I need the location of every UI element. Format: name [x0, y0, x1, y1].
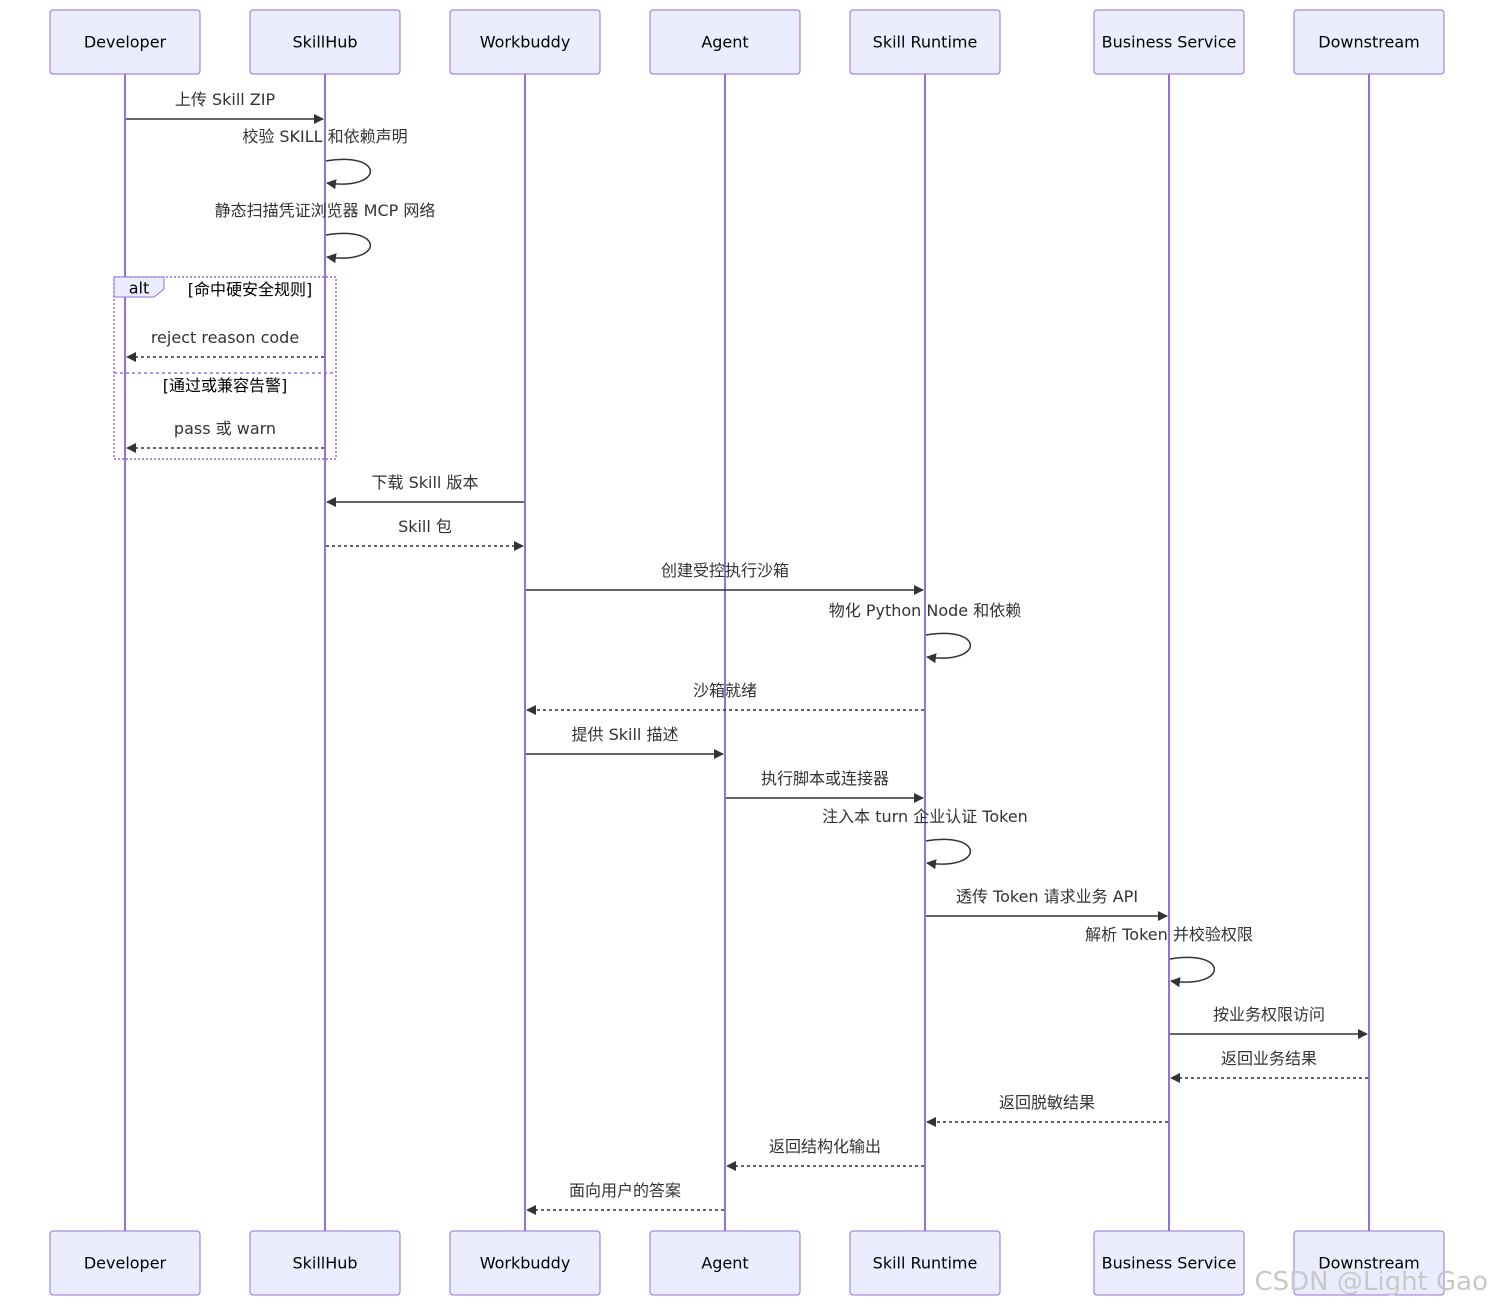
self-message-arrow — [325, 158, 371, 190]
alt-tab — [113, 276, 165, 298]
message: 下载 Skill 版本 — [326, 473, 524, 507]
alt-frame: alt [命中硬安全规则] [通过或兼容告警] — [113, 276, 337, 460]
message: 执行脚本或连接器 — [726, 769, 924, 803]
message: 上传 Skill ZIP — [126, 90, 324, 124]
actor-box — [849, 1230, 1001, 1296]
actor-box — [449, 1230, 601, 1296]
actor-label: SkillHub — [292, 1254, 357, 1273]
message-label: 创建受控执行沙箱 — [661, 561, 789, 580]
message-label: 面向用户的答案 — [569, 1181, 681, 1200]
actor-business-bottom: Business Service — [1093, 1230, 1245, 1296]
message-label: 注入本 turn 企业认证 Token — [822, 807, 1028, 826]
watermark: CSDN @Light Gao — [1254, 1267, 1488, 1297]
actor-label: Business Service — [1102, 33, 1237, 52]
message-label: Skill 包 — [398, 517, 452, 536]
message-label: 执行脚本或连接器 — [761, 769, 889, 788]
actor-box — [1293, 9, 1445, 75]
actor-downstream-bottom: Downstream — [1293, 1230, 1445, 1296]
actor-developer-bottom: Developer — [49, 1230, 201, 1296]
actor-box — [249, 1230, 401, 1296]
actor-label: Skill Runtime — [873, 1254, 978, 1273]
message: 提供 Skill 描述 — [526, 725, 724, 759]
message: 返回业务结果 — [1170, 1049, 1368, 1083]
message-label: 校验 SKILL 和依赖声明 — [242, 127, 407, 146]
message: 物化 Python Node 和依赖 — [829, 601, 1021, 664]
actor-label: Workbuddy — [480, 33, 571, 52]
actor-box — [1093, 1230, 1245, 1296]
message: 解析 Token 并校验权限 — [1085, 925, 1253, 988]
actor-box — [649, 1230, 801, 1296]
message: 透传 Token 请求业务 API — [926, 887, 1168, 921]
message-label: 上传 Skill ZIP — [175, 90, 276, 109]
actor-skillhub-bottom: SkillHub — [249, 1230, 401, 1296]
message: 面向用户的答案 — [526, 1181, 724, 1215]
message-label: 沙箱就绪 — [693, 681, 757, 700]
actor-box — [1293, 1230, 1445, 1296]
actor-box — [49, 9, 201, 75]
actor-label: Downstream — [1318, 1254, 1419, 1273]
message: 校验 SKILL 和依赖声明 — [242, 127, 408, 190]
actor-workbuddy-top: Workbuddy — [449, 9, 601, 75]
message-label: 提供 Skill 描述 — [572, 725, 679, 744]
actor-runtime-bottom: Skill Runtime — [849, 1230, 1001, 1296]
actor-agent-bottom: Agent — [649, 1230, 801, 1296]
actor-label: SkillHub — [292, 33, 357, 52]
actor-box — [649, 9, 801, 75]
actor-label: Agent — [701, 1254, 748, 1273]
message: pass 或 warn — [126, 419, 324, 453]
message: 返回脱敏结果 — [926, 1093, 1168, 1127]
message-label: reject reason code — [151, 328, 299, 347]
actor-label: Skill Runtime — [873, 33, 978, 52]
actor-skillhub-top: SkillHub — [249, 9, 401, 75]
message: 沙箱就绪 — [526, 681, 924, 715]
self-message-arrow — [325, 232, 371, 264]
actor-box — [49, 1230, 201, 1296]
message: reject reason code — [126, 328, 324, 362]
actor-downstream-top: Downstream — [1293, 9, 1445, 75]
message-label: 按业务权限访问 — [1213, 1005, 1325, 1024]
message-label: 返回脱敏结果 — [999, 1093, 1095, 1112]
actor-workbuddy-bottom: Workbuddy — [449, 1230, 601, 1296]
message-label: 静态扫描凭证浏览器 MCP 网络 — [215, 201, 436, 220]
actor-label: Developer — [84, 33, 167, 52]
actor-box — [249, 9, 401, 75]
message: 静态扫描凭证浏览器 MCP 网络 — [215, 201, 436, 264]
alt-condition: [通过或兼容告警] — [163, 376, 288, 395]
actor-label: Downstream — [1318, 33, 1419, 52]
message: 按业务权限访问 — [1170, 1005, 1368, 1039]
actor-developer-top: Developer — [49, 9, 201, 75]
message-label: pass 或 warn — [174, 419, 276, 438]
alt-label: alt — [129, 279, 150, 298]
actor-label: Agent — [701, 33, 748, 52]
message: Skill 包 — [326, 517, 524, 551]
message-label: 物化 Python Node 和依赖 — [829, 601, 1021, 620]
actor-box — [1093, 9, 1245, 75]
alt-condition: [命中硬安全规则] — [188, 280, 313, 299]
actor-label: Business Service — [1102, 1254, 1237, 1273]
message: 返回结构化输出 — [726, 1137, 924, 1171]
alt-frame-border — [113, 276, 337, 460]
message: 注入本 turn 企业认证 Token — [822, 807, 1028, 870]
self-message-arrow — [1169, 956, 1215, 988]
message-label: 透传 Token 请求业务 API — [956, 887, 1138, 906]
message-label: 返回业务结果 — [1221, 1049, 1317, 1068]
actor-label: Developer — [84, 1254, 167, 1273]
actor-runtime-top: Skill Runtime — [849, 9, 1001, 75]
message-label: 解析 Token 并校验权限 — [1085, 925, 1253, 944]
message-label: 返回结构化输出 — [769, 1137, 881, 1156]
message: 创建受控执行沙箱 — [526, 561, 924, 595]
actor-box — [449, 9, 601, 75]
actor-label: Workbuddy — [480, 1254, 571, 1273]
self-message-arrow — [925, 632, 971, 664]
message-label: 下载 Skill 版本 — [372, 473, 479, 492]
actor-agent-top: Agent — [649, 9, 801, 75]
actor-box — [849, 9, 1001, 75]
self-message-arrow — [925, 838, 971, 870]
actor-business-top: Business Service — [1093, 9, 1245, 75]
